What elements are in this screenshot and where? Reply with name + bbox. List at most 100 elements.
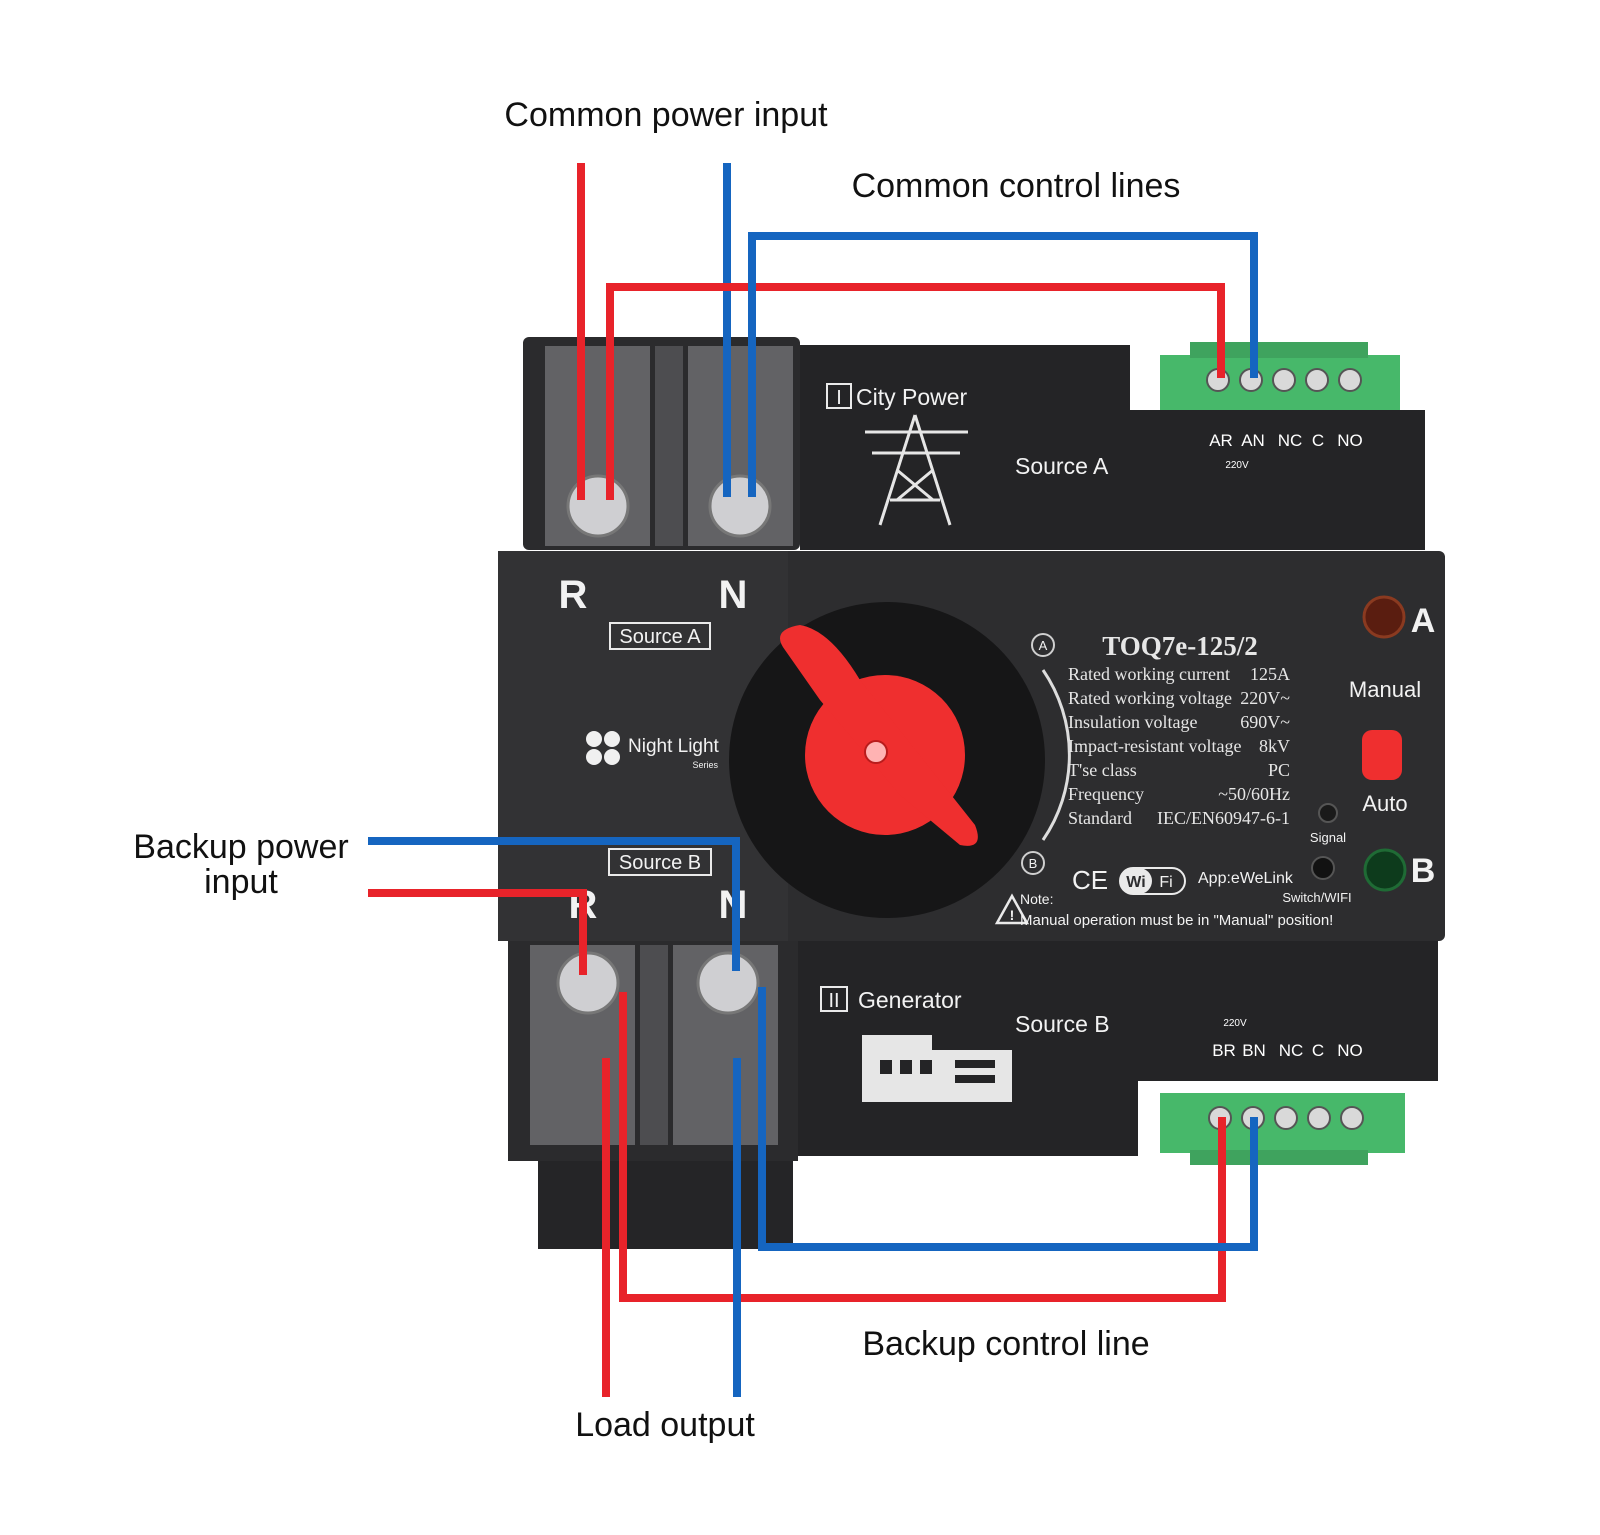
source-a-badge-frame — [609, 622, 711, 650]
brand-logo — [586, 731, 620, 765]
note-text: Manual operation must be in "Manual" pos… — [1020, 912, 1333, 929]
indicator-b-label: B — [1411, 852, 1436, 890]
warning-icon — [994, 893, 1030, 925]
bottom-term-label-4: NO — [1337, 1041, 1363, 1060]
bottom-din-foot — [538, 1161, 793, 1249]
top-control-terminal-block — [1160, 342, 1400, 410]
bottom-term-label-1: BN — [1242, 1041, 1266, 1060]
bottom-term-screw-5 — [1340, 1106, 1364, 1130]
top-term-label-0: AR — [1209, 431, 1233, 450]
note-title: Note: — [1020, 891, 1053, 907]
switch-wifi-label: Switch/WIFI — [1282, 890, 1351, 905]
wire-common-control-neutral — [748, 232, 1258, 497]
svg-text:!: ! — [1010, 907, 1015, 923]
rotary-handle[interactable] — [780, 625, 978, 846]
top-voltage-label: 220V — [1225, 460, 1249, 471]
model-number: TOQ7e-125/2 — [1102, 631, 1258, 661]
spec-value-1: 220V~ — [1240, 688, 1290, 708]
spec-label-6: Standard — [1068, 808, 1132, 828]
signal-label: Signal — [1310, 830, 1346, 845]
top-term-label-3: C — [1312, 431, 1324, 450]
top-term-label-1: AN — [1241, 431, 1265, 450]
top-term-screw-4 — [1305, 368, 1329, 392]
bottom-screw-n — [696, 951, 760, 1015]
auto-label: Auto — [1362, 791, 1407, 816]
top-term-screw-5 — [1338, 368, 1362, 392]
wires — [368, 163, 1258, 1397]
top-term-label-4: NO — [1337, 431, 1363, 450]
generator-numeral-frame — [820, 986, 848, 1012]
generator-icon — [862, 1035, 1012, 1102]
bottom-term-label-0: BR — [1212, 1041, 1236, 1060]
city-power-numeral-frame — [826, 383, 852, 409]
wire-backup-control-live — [619, 992, 1226, 1302]
city-power-label: City Power — [856, 384, 968, 410]
indicator-a-lamp — [1362, 595, 1406, 639]
wire-backup-input-neutral — [368, 837, 740, 971]
ce-mark: CE — [1072, 865, 1108, 895]
source-b-badge: Source B — [619, 852, 701, 874]
bottom-control-terminal-block — [1160, 1093, 1405, 1165]
switch-wifi-button[interactable] — [1311, 856, 1335, 880]
wire-backup-input-live — [368, 889, 587, 975]
indicator-a-label: A — [1411, 602, 1436, 640]
spec-value-6: IEC/EN60947-6-1 — [1157, 808, 1290, 828]
top-term-label-2: NC — [1278, 431, 1303, 450]
wire-backup-control-neutral — [758, 987, 1258, 1251]
bottom-term-label-3: C — [1312, 1041, 1324, 1060]
manual-auto-slider[interactable] — [1362, 730, 1402, 780]
top-screw-n — [708, 474, 772, 538]
indicator-b-lamp — [1363, 848, 1407, 892]
spec-label-2: Insulation voltage — [1068, 712, 1197, 732]
signal-led — [1318, 803, 1338, 823]
top-term-screw-3 — [1272, 368, 1296, 392]
spec-label-3: Impact-resistant voltage — [1068, 736, 1241, 756]
bottom-terminal-labels: 220V BR BN NC C NO — [1212, 1018, 1363, 1060]
callout-backup-power-input-line1: Backup power — [133, 828, 348, 866]
top-cover-divider — [655, 346, 683, 546]
spec-table: Rated working current 125A Rated working… — [1068, 664, 1290, 828]
rotation-arc — [1041, 669, 1071, 841]
transmission-tower-icon — [865, 414, 968, 526]
bottom-term-screw-4 — [1307, 1106, 1331, 1130]
top-terminal-r-label: R — [559, 573, 588, 617]
top-terminal-n-label: N — [719, 573, 748, 617]
bottom-term-screw-3 — [1274, 1106, 1298, 1130]
spec-value-4: PC — [1268, 760, 1290, 780]
rotary-switch[interactable] — [729, 602, 1045, 918]
generator-numeral: II — [828, 990, 839, 1012]
source-a-label: Source A — [1015, 453, 1109, 479]
manual-label: Manual — [1349, 677, 1421, 702]
generator-label: Generator — [858, 987, 962, 1013]
top-terminal-labels: AR AN NC C NO 220V — [1209, 431, 1363, 471]
dial-mark-a: A — [1039, 638, 1048, 653]
bottom-term-label-2: NC — [1279, 1041, 1304, 1060]
top-terminal-covers — [545, 346, 793, 546]
spec-label-4: T'se class — [1068, 760, 1137, 780]
spec-value-0: 125A — [1250, 664, 1290, 684]
dial-mark-b: B — [1029, 856, 1038, 871]
app-label: App:eWeLink — [1198, 870, 1294, 887]
city-power-numeral: I — [836, 387, 842, 409]
spec-value-5: ~50/60Hz — [1218, 784, 1290, 804]
top-module — [800, 345, 1130, 550]
source-b-label: Source B — [1015, 1011, 1110, 1037]
spec-label-1: Rated working voltage — [1068, 688, 1232, 708]
wifi-badge-right: Fi — [1159, 874, 1172, 891]
spec-label-0: Rated working current — [1068, 664, 1230, 684]
source-b-badge-frame — [608, 848, 712, 876]
bottom-screw-r — [556, 951, 620, 1015]
callout-common-control-lines: Common control lines — [852, 167, 1181, 205]
spec-label-5: Frequency — [1068, 784, 1144, 804]
spec-value-3: 8kV — [1259, 736, 1290, 756]
wire-common-control-live — [606, 283, 1225, 500]
callout-backup-control-line: Backup control line — [862, 1325, 1149, 1363]
brand-name: Night Light — [628, 736, 720, 757]
callout-common-power-input: Common power input — [504, 96, 828, 134]
bottom-cover-divider — [640, 945, 668, 1145]
bottom-voltage-label: 220V — [1223, 1018, 1247, 1029]
callout-backup-power-input-line2: input — [204, 863, 278, 901]
callout-load-output: Load output — [575, 1406, 755, 1444]
wifi-badge-left: Wi — [1126, 874, 1145, 891]
spec-value-2: 690V~ — [1240, 712, 1290, 732]
